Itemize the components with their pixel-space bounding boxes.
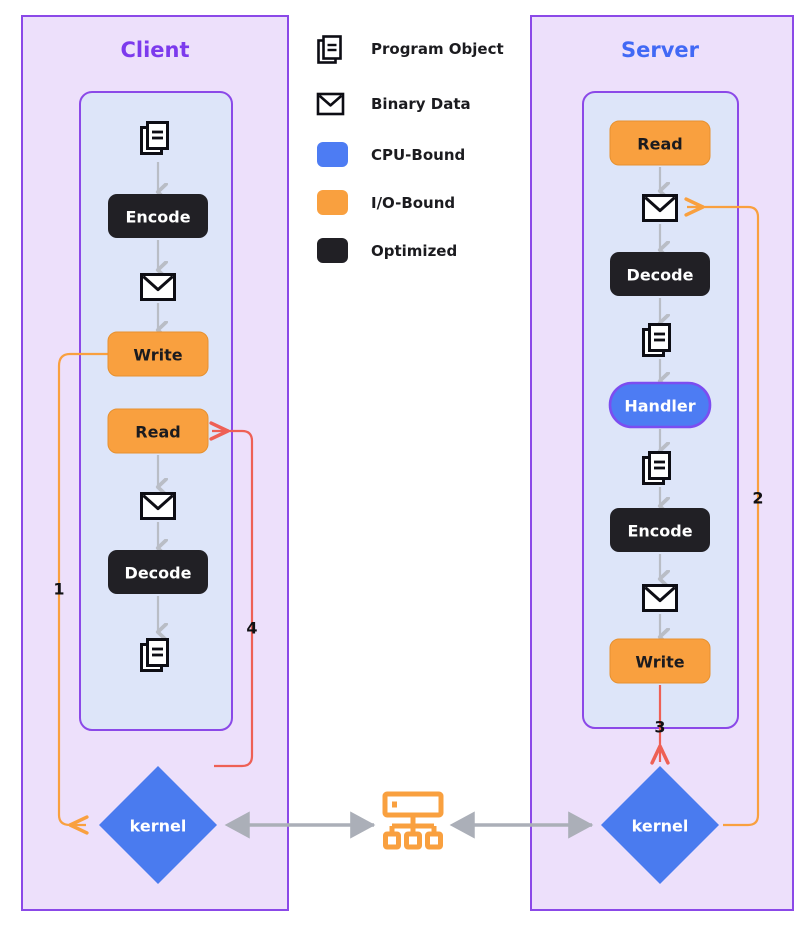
legend-label-cpu-bound: CPU-Bound (371, 146, 465, 164)
node-server-encode-label: Encode (627, 522, 692, 541)
node-server-kernel-diamond[interactable] (601, 766, 719, 884)
node-server-decode[interactable]: Decode (610, 252, 710, 296)
legend-label-binary-data: Binary Data (371, 95, 471, 113)
node-client-encode-box[interactable] (108, 194, 208, 238)
node-server-decode-box[interactable] (610, 252, 710, 296)
server-zone-title: Server (621, 38, 700, 62)
node-server-read-label: Read (637, 135, 682, 154)
legend-label-optimized: Optimized (371, 242, 457, 260)
node-client-decode-label: Decode (125, 564, 192, 583)
server-program-object-out-icon (642, 451, 671, 485)
node-client-encode-label: Encode (125, 208, 190, 227)
client-nodes: Encode Write Read Decode (99, 121, 217, 884)
node-client-decode[interactable]: Decode (108, 550, 208, 594)
node-server-kernel[interactable]: kernel (601, 766, 719, 884)
legend-item-io-bound: I/O-Bound (317, 190, 455, 215)
step-path-4 (209, 421, 254, 768)
node-server-decode-label: Decode (627, 266, 694, 285)
server-nodes: Read Decode Handler (601, 120, 719, 884)
node-server-encode-box[interactable] (610, 508, 710, 552)
node-client-kernel-diamond[interactable] (99, 766, 217, 884)
node-server-handler[interactable]: Handler (608, 381, 712, 429)
node-client-kernel-label: kernel (130, 817, 187, 836)
node-client-decode-box[interactable] (108, 550, 208, 594)
node-server-read-box[interactable] (609, 120, 711, 166)
client-zone-title: Client (120, 38, 189, 62)
network-icon (382, 791, 444, 850)
legend-item-binary-data: Binary Data (316, 92, 471, 116)
node-server-write-label: Write (635, 653, 684, 672)
legend-label-program-object: Program Object (371, 40, 504, 58)
node-server-write[interactable]: Write (609, 638, 711, 684)
step-label-1: 1 (53, 580, 64, 599)
server-program-object-in-icon (642, 323, 671, 357)
legend: Program Object Binary Data CPU-Bound I/O… (316, 35, 504, 263)
node-server-encode[interactable]: Encode (610, 508, 710, 552)
node-client-write-label: Write (133, 346, 182, 365)
node-client-write[interactable]: Write (107, 331, 209, 377)
io-bound-swatch (317, 190, 348, 215)
server-binary-data-in-icon (642, 194, 678, 222)
program-object-icon (317, 35, 342, 64)
step-label-3: 3 (654, 718, 665, 737)
optimized-swatch (317, 238, 348, 263)
node-server-handler-label: Handler (624, 397, 695, 416)
node-client-encode[interactable]: Encode (108, 194, 208, 238)
legend-label-io-bound: I/O-Bound (371, 194, 455, 212)
legend-item-cpu-bound: CPU-Bound (317, 142, 465, 167)
step-path-2 (684, 197, 760, 827)
cpu-bound-swatch (317, 142, 348, 167)
client-program-object-in-icon (140, 121, 169, 155)
step-label-4: 4 (246, 619, 257, 638)
step-paths: 1 2 3 4 (53, 197, 764, 835)
step-path-1 (57, 352, 108, 835)
node-client-write-box[interactable] (107, 331, 209, 377)
node-server-write-box[interactable] (609, 638, 711, 684)
step-label-2: 2 (752, 489, 763, 508)
legend-item-program-object: Program Object (317, 35, 504, 64)
node-server-kernel-label: kernel (632, 817, 689, 836)
client-binary-data-in-icon (140, 492, 176, 520)
node-client-kernel[interactable]: kernel (99, 766, 217, 884)
server-binary-data-out-icon (642, 584, 678, 612)
node-server-handler-pill[interactable] (608, 381, 712, 429)
node-server-read[interactable]: Read (609, 120, 711, 166)
legend-item-optimized: Optimized (317, 238, 457, 263)
node-client-read[interactable]: Read (107, 408, 209, 454)
node-client-read-label: Read (135, 423, 180, 442)
binary-data-icon (316, 92, 345, 116)
client-program-object-out-icon (140, 638, 169, 672)
client-binary-data-out-icon (140, 273, 176, 301)
node-client-read-box[interactable] (107, 408, 209, 454)
